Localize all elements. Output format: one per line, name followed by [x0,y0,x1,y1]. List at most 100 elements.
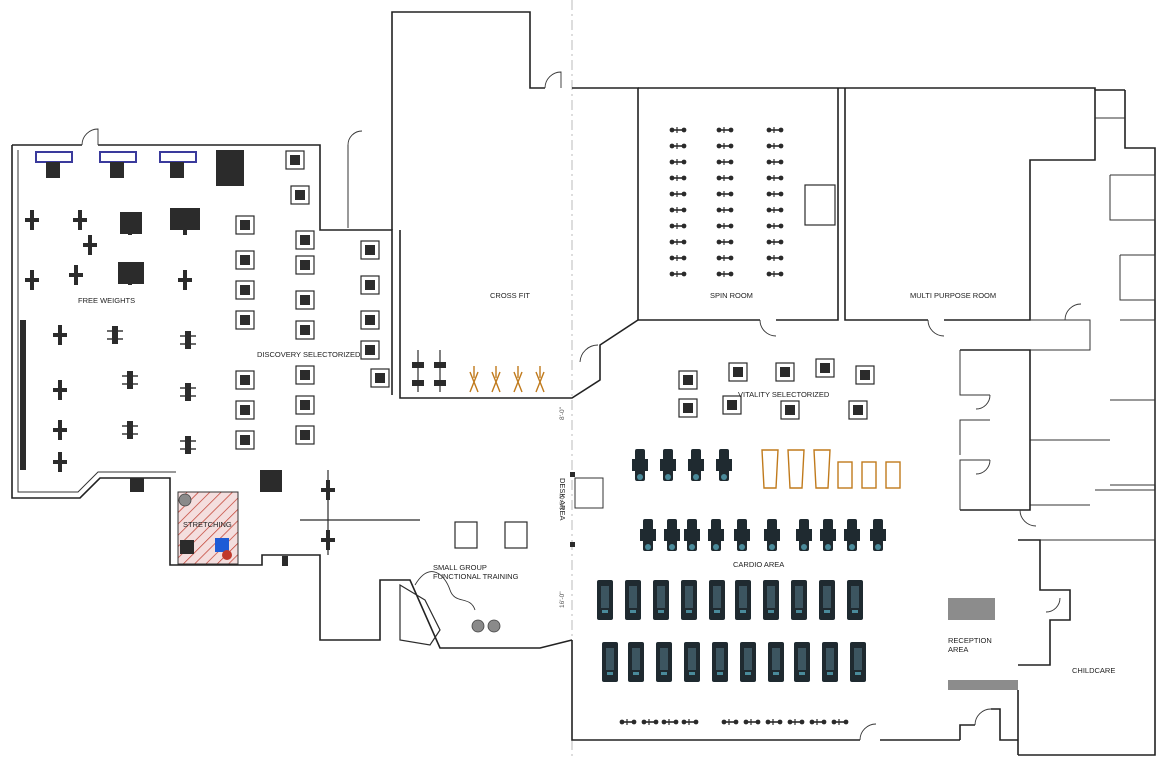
treadmill-icon [656,642,672,682]
elliptical-icon [640,519,656,551]
main-floor-walls [571,344,1018,741]
bike-icon [808,718,828,726]
treadmill-icon [791,580,807,620]
elliptical-icon [844,519,860,551]
spin-room: SPIN ROOM [638,87,1096,337]
cardio-climbers-row2 [640,519,886,551]
small-group-label-line2: FUNCTIONAL TRAINING [433,572,519,581]
stretching-label: STRETCHING [183,520,232,529]
squat-racks [35,150,244,186]
treadmill-icon [681,580,697,620]
bike-icon [715,270,735,278]
elliptical-icon [796,519,812,551]
bike-icon [668,158,688,166]
bike-icon [668,142,688,150]
bike-icon [830,718,850,726]
elliptical-icon [870,519,886,551]
treadmill-icon [712,642,728,682]
elliptical-icon [684,519,700,551]
dimension-16ft: 16'-0" [559,591,566,608]
small-group-label-line1: SMALL GROUP [433,563,487,572]
bike-icon [765,158,785,166]
bike-icon [668,254,688,262]
bike-icon [668,270,688,278]
elliptical-icon [664,519,680,551]
reception-label-line2: AREA [948,645,968,654]
east-side-rooms [959,90,1156,756]
treadmill-icon [735,580,751,620]
treadmill-icon [850,642,866,682]
elliptical-icon [764,519,780,551]
bike-icon [668,190,688,198]
bike-icon [715,254,735,262]
bike-icon [765,222,785,230]
dumbbell-rows [20,208,200,492]
stability-ball-icon [178,493,192,507]
vitality-label: VITALITY SELECTORIZED [738,390,830,399]
cardio-area-label: CARDIO AREA [733,560,784,569]
cross-fit-label: CROSS FIT [490,291,530,300]
spin-bikes [668,126,785,278]
treadmill-icon [709,580,725,620]
elliptical-icon [734,519,750,551]
small-group-functional-area: SMALL GROUP FUNCTIONAL TRAINING [282,470,528,646]
bike-icon [715,126,735,134]
treadmill-icon [847,580,863,620]
bike-icon [715,238,735,246]
treadmill-icon [822,642,838,682]
bike-icon [715,222,735,230]
bike-icon [764,718,784,726]
treadmill-row-1 [597,580,863,620]
bike-icon [765,238,785,246]
bike-icon [786,718,806,726]
treadmill-icon [684,642,700,682]
free-weights-room: FREE WEIGHTS [11,128,573,649]
discovery-label: DISCOVERY SELECTORIZED [257,350,361,359]
bike-icon [765,254,785,262]
treadmill-icon [819,580,835,620]
discovery-selectorized-area: DISCOVERY SELECTORIZED [235,150,390,492]
multi-purpose-room: MULTI PURPOSE ROOM [844,88,1125,337]
bike-icon [765,174,785,182]
treadmill-icon [768,642,784,682]
bike-icon [715,158,735,166]
bike-icon [668,206,688,214]
cardio-ellipticals-row1 [632,449,901,489]
elliptical-icon [708,519,724,551]
bike-icon [715,206,735,214]
crossfit-rigs [412,350,545,393]
elliptical-icon [820,519,836,551]
bike-icon [668,238,688,246]
bike-icon [765,126,785,134]
treadmill-icon [794,642,810,682]
treadmill-icon [628,642,644,682]
treadmill-icon [602,642,618,682]
bike-icon [765,190,785,198]
bike-icon [765,270,785,278]
dimension-14ft: 14'-0" [559,493,566,510]
dimension-8ft: 8'-0" [559,406,566,420]
bike-icon [765,206,785,214]
reception-area: RECEPTION AREA [948,598,1018,690]
reception-label-line1: RECEPTION [948,636,992,645]
bike-icon [715,174,735,182]
treadmill-icon [625,580,641,620]
childcare-label: CHILDCARE [1072,666,1115,675]
stability-ball-icon [471,619,485,633]
multi-purpose-label: MULTI PURPOSE ROOM [910,291,996,300]
desk-area: DESK AREA [558,472,604,547]
treadmill-icon [763,580,779,620]
cross-fit-room: CROSS FIT [391,11,639,399]
treadmill-row-2 [602,642,866,682]
bike-icon [668,222,688,230]
bike-icon [715,190,735,198]
stability-ball-icon [487,619,501,633]
cardio-bikes-row [618,718,850,726]
west-partitions [347,130,363,228]
bike-icon [720,718,740,726]
treadmill-icon [740,642,756,682]
bike-icon [618,718,638,726]
bike-icon [668,126,688,134]
bike-icon [765,142,785,150]
bike-icon [742,718,762,726]
